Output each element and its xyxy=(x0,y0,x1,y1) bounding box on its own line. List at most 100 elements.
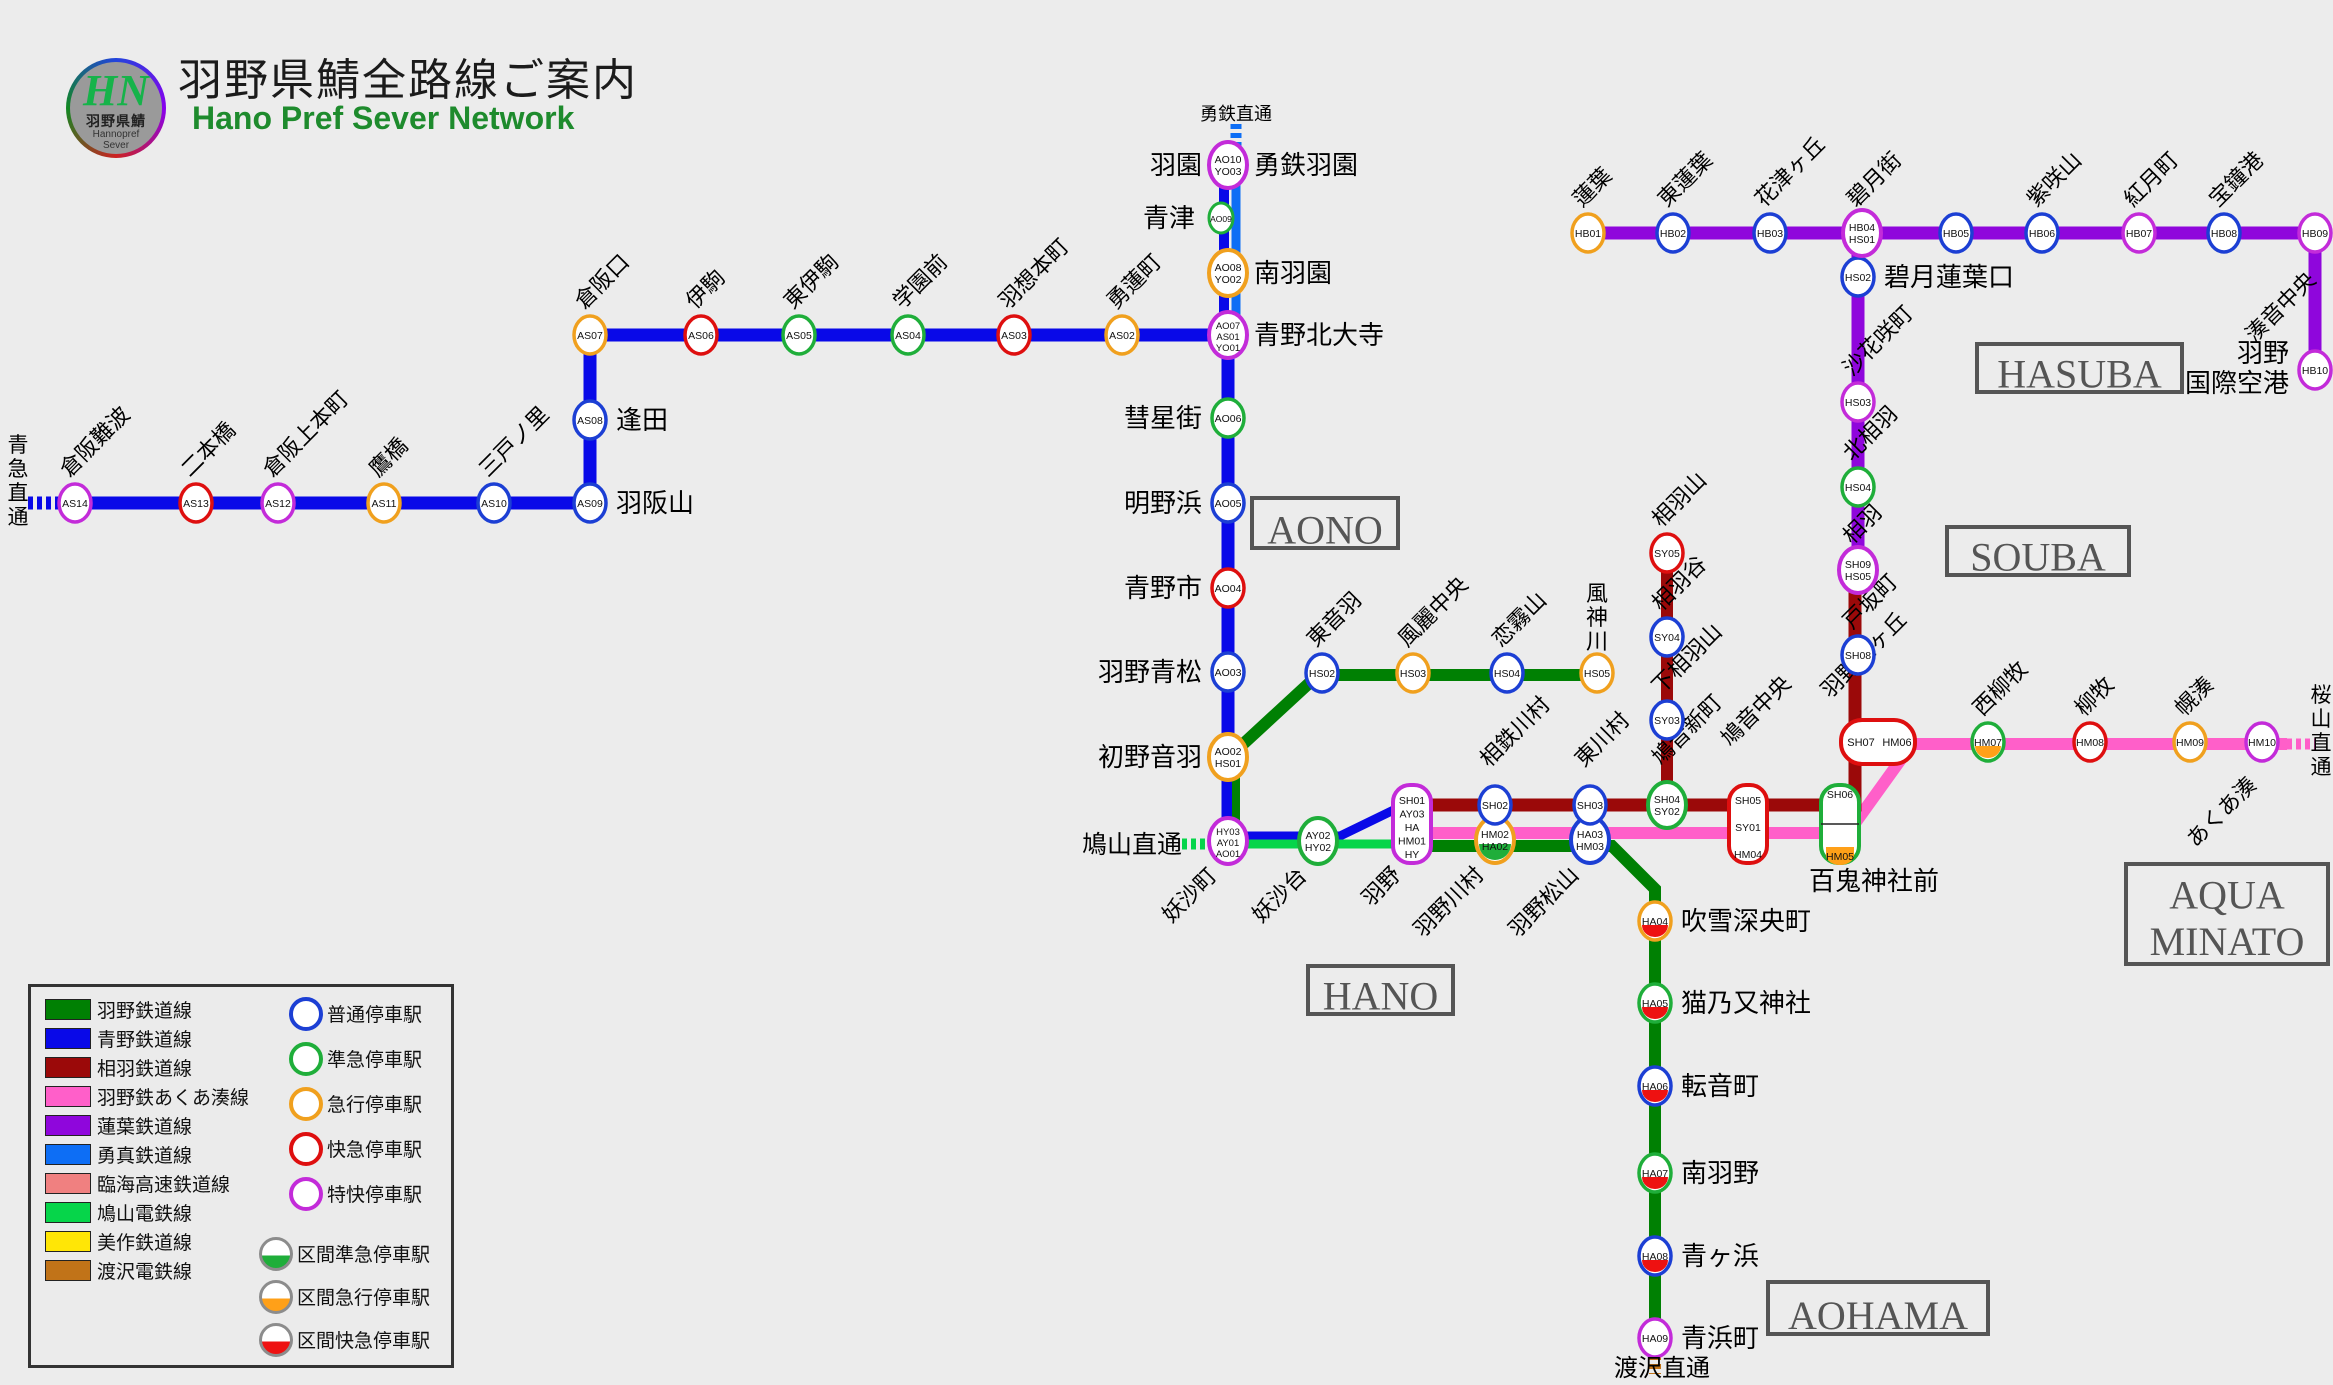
station-label: 伊駒 xyxy=(681,265,730,314)
station-label: 国際空港 xyxy=(2185,368,2289,398)
station-ha04-59: HA04 吹雪深央町 xyxy=(1637,900,1811,942)
legend-section-type-item: 区間急行停車駅 xyxy=(259,1278,430,1315)
svg-text:HM10: HM10 xyxy=(2248,737,2276,749)
svg-text:HM02: HM02 xyxy=(1481,829,1509,841)
legend-station-type-label: 快急停車駅 xyxy=(327,1140,423,1161)
svg-text:AS06: AS06 xyxy=(688,330,714,342)
station-label: 風 xyxy=(1586,581,1608,606)
legend-section-type-item: 区間準急停車駅 xyxy=(259,1235,430,1272)
svg-text:HS01: HS01 xyxy=(1215,758,1241,770)
legend-line-swatch xyxy=(45,1143,91,1165)
legend-line-label: 臨海高速鉄道線 xyxy=(97,1174,231,1196)
legend-section-type-item: 区間快急停車駅 xyxy=(259,1321,430,1358)
legend-station-type-circle xyxy=(289,1041,323,1076)
station-label: 羽野松山 xyxy=(1504,862,1584,942)
legend-line-label: 渡沢電鉄線 xyxy=(97,1261,193,1283)
legend-station-type-item: 準急停車駅 xyxy=(289,1040,422,1077)
svg-text:AS04: AS04 xyxy=(895,330,921,342)
svg-text:HB09: HB09 xyxy=(2302,228,2328,240)
legend-station-type-label: 急行停車駅 xyxy=(327,1095,423,1116)
page-subtitle: Hano Pref Sever Network xyxy=(192,100,575,136)
station-label: 碧月街 xyxy=(1842,147,1906,211)
legend-line-item: 勇真鉄道線 xyxy=(45,1143,249,1167)
svg-text:AY02: AY02 xyxy=(1306,830,1331,842)
svg-text:AO10: AO10 xyxy=(1215,154,1242,166)
legend-station-type-circle xyxy=(289,1086,323,1121)
legend-line-item: 渡沢電鉄線 xyxy=(45,1259,249,1283)
station-label: 百鬼神社前 xyxy=(1809,866,1939,896)
through-service-label: 鳩山直通 xyxy=(1082,831,1182,859)
station-label: 妖沙台 xyxy=(1247,863,1311,927)
svg-text:AY03: AY03 xyxy=(1400,809,1425,821)
svg-text:AS08: AS08 xyxy=(577,415,603,427)
legend-line-list: 羽野鉄道線青野鉄道線相羽鉄道線羽野鉄あくあ湊線蓮葉鉄道線勇真鉄道線臨海高速鉄道線… xyxy=(45,998,250,1283)
svg-text:MINATO: MINATO xyxy=(2150,919,2305,964)
svg-text:HS02: HS02 xyxy=(1845,272,1871,284)
svg-text:HM04: HM04 xyxy=(1734,849,1762,861)
svg-text:AO09: AO09 xyxy=(1210,214,1232,224)
svg-text:SH04: SH04 xyxy=(1654,794,1680,806)
station-label: 東蓮葉 xyxy=(1653,147,1717,211)
station-label: 西柳牧 xyxy=(1968,656,2032,720)
legend-line-swatch xyxy=(45,1085,91,1107)
legend-station-type-label: 特快停車駅 xyxy=(327,1185,423,1206)
through-service-label: 通 xyxy=(8,506,29,529)
through-service-label: 直 xyxy=(2311,732,2332,755)
station-label: 青野市 xyxy=(1124,573,1202,603)
station-label: 勇蓮町 xyxy=(1102,249,1166,313)
svg-text:SH07: SH07 xyxy=(1847,737,1875,749)
svg-text:HM06: HM06 xyxy=(1882,737,1911,749)
through-service-label: 青 xyxy=(8,434,29,457)
through-service-label: 渡沢直通 xyxy=(1614,1355,1710,1380)
svg-text:SH03: SH03 xyxy=(1577,800,1603,812)
station-label: 風麗中央 xyxy=(1393,572,1473,652)
svg-text:SH02: SH02 xyxy=(1482,800,1508,812)
legend-line-label: 羽野鉄あくあ湊線 xyxy=(97,1087,250,1109)
region-label-souba: SOUBA xyxy=(1945,525,2131,580)
legend-line-item: 相羽鉄道線 xyxy=(45,1056,249,1080)
station-label: 初野音羽 xyxy=(1098,742,1202,772)
svg-text:SOUBA: SOUBA xyxy=(1970,535,2106,580)
svg-text:AY01: AY01 xyxy=(1217,838,1240,849)
region-label-aohama: AOHAMA xyxy=(1766,1280,1990,1338)
svg-text:HM08: HM08 xyxy=(2076,737,2104,749)
svg-text:SH01: SH01 xyxy=(1399,795,1425,807)
svg-text:AO03: AO03 xyxy=(1215,667,1242,679)
legend-station-type-item: 急行停車駅 xyxy=(289,1085,422,1122)
station-label: 羽野川村 xyxy=(1409,862,1489,942)
station-label: 紅月町 xyxy=(2119,147,2183,211)
legend-line-label: 鳩山電鉄線 xyxy=(97,1203,193,1225)
svg-text:HB05: HB05 xyxy=(1943,228,1969,240)
svg-text:HA07: HA07 xyxy=(1642,1168,1668,1180)
svg-text:AO04: AO04 xyxy=(1215,583,1242,595)
svg-text:SY03: SY03 xyxy=(1654,715,1680,727)
svg-text:HB04: HB04 xyxy=(1849,222,1875,234)
svg-text:HM07: HM07 xyxy=(1974,737,2002,749)
svg-text:AS11: AS11 xyxy=(372,498,397,510)
svg-text:HA04: HA04 xyxy=(1642,916,1668,928)
page-title: 羽野県鯖全路線ご案内 xyxy=(178,56,638,105)
station-label: 東音羽 xyxy=(1302,587,1366,651)
svg-text:AOHAMA: AOHAMA xyxy=(1788,1293,1968,1338)
svg-text:HB06: HB06 xyxy=(2029,228,2055,240)
svg-text:HA09: HA09 xyxy=(1642,1333,1668,1345)
svg-text:HM03: HM03 xyxy=(1576,841,1604,853)
station-label: 吹雪深央町 xyxy=(1681,906,1811,936)
svg-text:AO06: AO06 xyxy=(1215,413,1242,425)
svg-text:HB10: HB10 xyxy=(2302,365,2328,377)
station-label: 相鉄川村 xyxy=(1475,692,1555,772)
station-label: 転音町 xyxy=(1681,1071,1759,1101)
legend-line-label: 蓮葉鉄道線 xyxy=(97,1116,193,1138)
svg-text:HS03: HS03 xyxy=(1400,668,1426,680)
legend-box: 羽野鉄道線青野鉄道線相羽鉄道線羽野鉄あくあ湊線蓮葉鉄道線勇真鉄道線臨海高速鉄道線… xyxy=(28,984,454,1368)
svg-text:HB07: HB07 xyxy=(2126,228,2152,240)
